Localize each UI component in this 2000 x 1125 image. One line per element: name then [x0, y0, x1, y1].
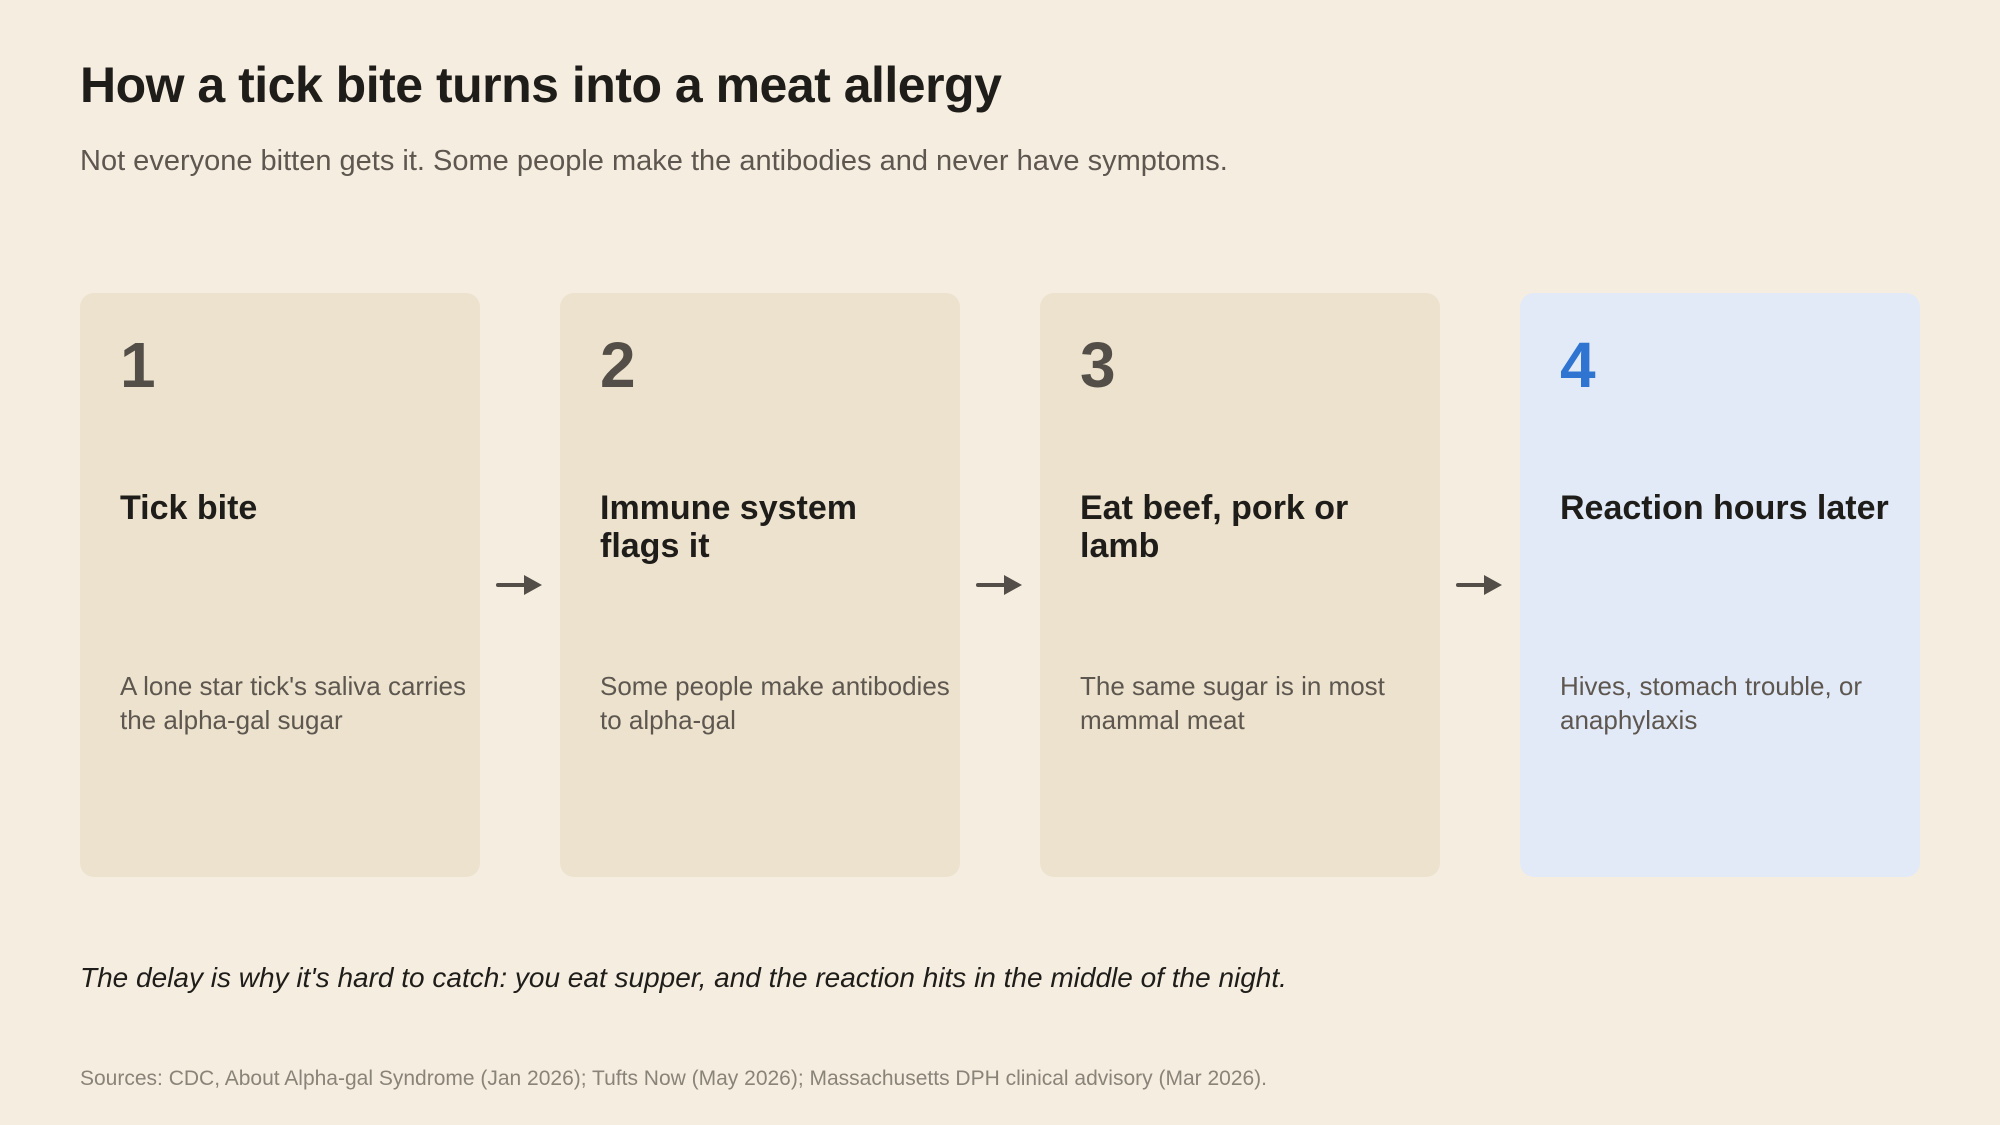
step-title: Immune system flags it — [600, 489, 857, 565]
step-title: Tick bite — [120, 489, 258, 527]
step-title: Reaction hours later — [1560, 489, 1889, 527]
arrow-right-icon — [496, 575, 542, 595]
arrow-right-icon — [976, 575, 1022, 595]
step-number: 2 — [600, 329, 636, 401]
page-subtitle: Not everyone bitten gets it. Some people… — [80, 145, 1228, 177]
step-card-4: 4 Reaction hours later Hives, stomach tr… — [1520, 293, 1920, 877]
step-card-1: 1 Tick bite A lone star tick's saliva ca… — [80, 293, 480, 877]
process-flow: 1 Tick bite A lone star tick's saliva ca… — [80, 293, 1920, 877]
step-card-3: 3 Eat beef, pork or lamb The same sugar … — [1040, 293, 1440, 877]
step-title: Eat beef, pork or lamb — [1080, 489, 1349, 565]
page-title: How a tick bite turns into a meat allerg… — [80, 57, 1002, 113]
sources-line: Sources: CDC, About Alpha-gal Syndrome (… — [80, 1067, 1268, 1090]
step-description: Some people make antibodies to alpha-gal — [600, 671, 950, 735]
step-number: 4 — [1560, 329, 1596, 401]
step-card-2: 2 Immune system flags it Some people mak… — [560, 293, 960, 877]
footnote: The delay is why it's hard to catch: you… — [80, 962, 1287, 993]
step-number: 1 — [120, 329, 156, 401]
step-description: A lone star tick's saliva carries the al… — [120, 671, 466, 735]
step-description: The same sugar is in most mammal meat — [1080, 671, 1385, 735]
arrow-right-icon — [1456, 575, 1502, 595]
step-description: Hives, stomach trouble, or anaphylaxis — [1560, 671, 1863, 735]
step-number: 3 — [1080, 329, 1116, 401]
